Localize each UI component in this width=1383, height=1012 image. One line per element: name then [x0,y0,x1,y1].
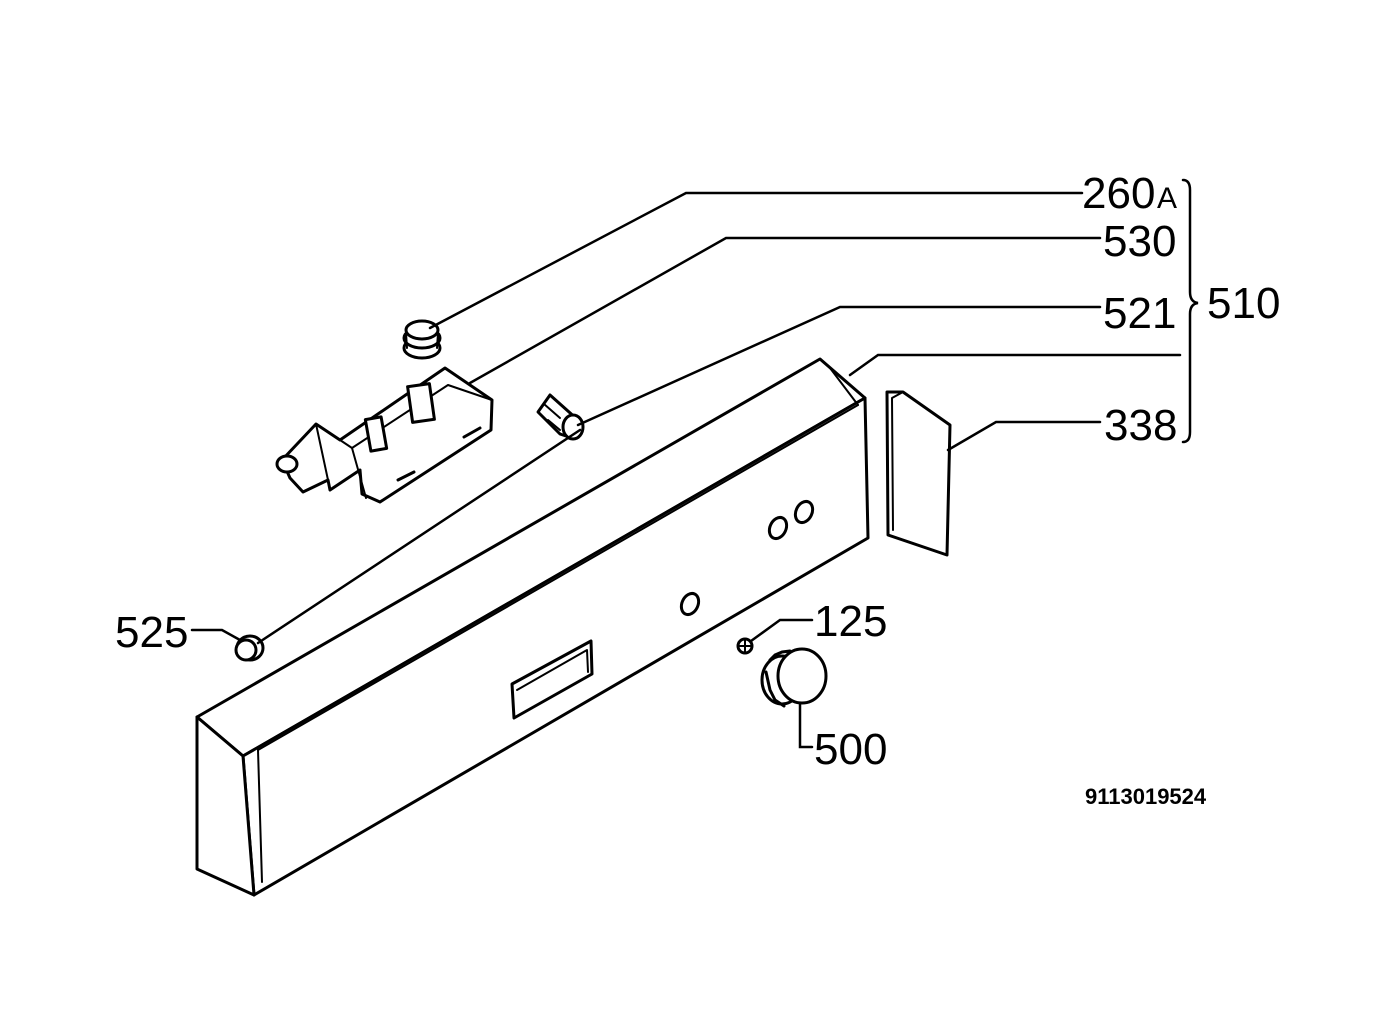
part-530-bracket [275,366,494,504]
control-panel [195,357,870,897]
leader-panel [848,353,1182,377]
assembly-brace-510 [1181,178,1199,444]
leader-525 [190,628,242,642]
part-500-knob [760,647,828,708]
control-holes [679,499,815,617]
label-260-suffix: A [1157,182,1177,215]
label-338: 338 [1104,401,1177,450]
label-530: 530 [1103,217,1176,266]
leader-lines [190,191,1182,749]
part-125-nut [736,637,754,655]
label-525: 525 [115,608,188,657]
leader-521-extension [256,428,582,645]
leader-500 [798,701,814,749]
part-525-button-cap [234,634,265,662]
label-510: 510 [1207,279,1280,328]
leader-530 [468,236,1102,385]
leader-125 [749,618,814,643]
drawing-number: 9113019524 [1085,784,1207,809]
part-338-side-panel [885,390,952,557]
label-521: 521 [1103,289,1176,338]
part-labels: 260 A 530 521 510 338 525 125 500 911301… [115,169,1280,809]
part-521-push-button [536,393,585,441]
leader-260a [428,191,1084,330]
part-260a-grommet [402,319,442,360]
label-125: 125 [814,597,887,646]
leader-521 [576,305,1102,427]
label-260: 260 [1082,169,1155,218]
leader-338 [946,420,1102,452]
label-500: 500 [814,725,887,774]
display-window [510,639,594,720]
